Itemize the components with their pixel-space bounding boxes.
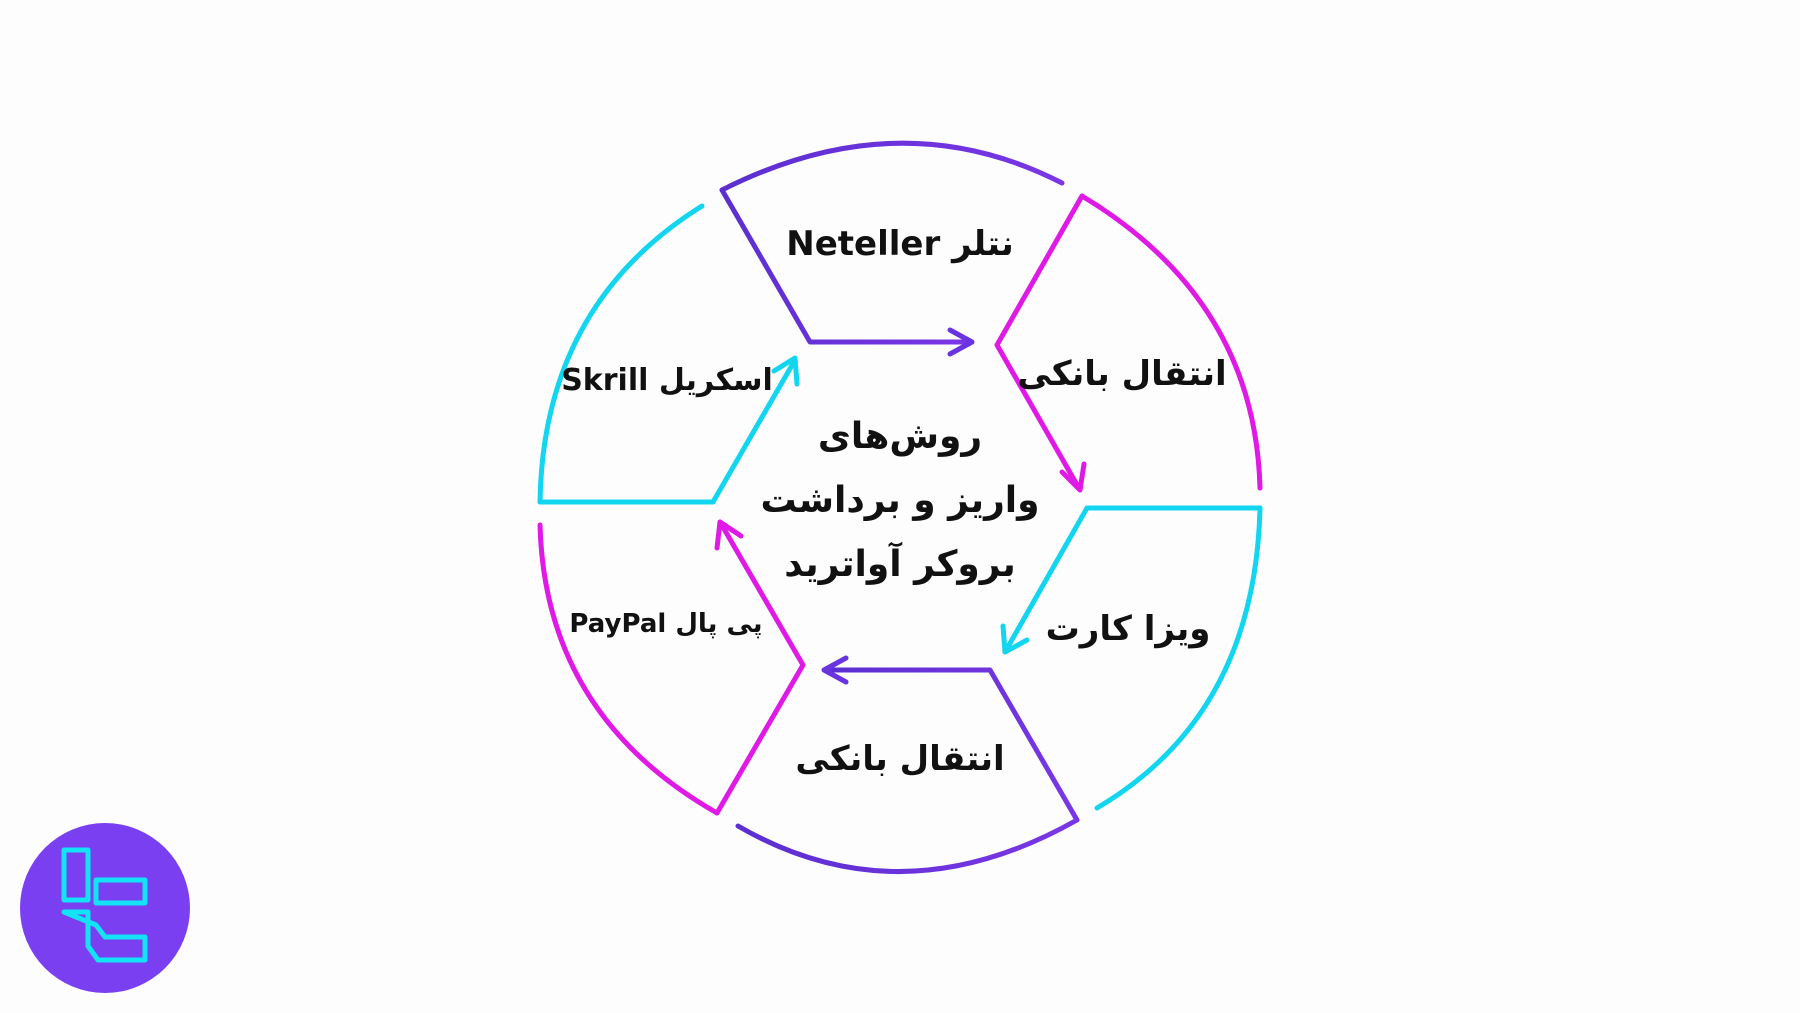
segment-paypal-arrow-path	[714, 519, 806, 816]
segment-visa-card-outline	[1094, 505, 1263, 811]
segment-bank-transfer-1-arrow-path	[994, 193, 1085, 493]
segment-neteller: Neteller نتلر	[719, 140, 1065, 357]
brand-logo-circle	[20, 823, 190, 993]
arrow-down-right-icon	[1059, 461, 1087, 493]
segment-skrill: Skrill اسکریل	[537, 203, 800, 505]
segment-paypal-outline	[537, 522, 720, 816]
center-title: روش‌های واریز و برداشت بروکر آواترید	[760, 416, 1039, 585]
center-title-line-3: بروکر آواترید	[784, 541, 1015, 585]
segment-bank-transfer-2-label: انتقال بانکی	[795, 739, 1004, 779]
segment-bank-transfer-2-arrow-path	[823, 667, 1080, 823]
center-title-line-1: روش‌های	[818, 416, 982, 457]
arrow-up-right-icon	[771, 355, 800, 387]
segment-neteller-arrow-path	[719, 187, 973, 345]
segment-neteller-outline	[719, 140, 1065, 193]
segment-visa-card-label: ویزا کارت	[1046, 609, 1211, 649]
center-title-line-2: واریز و برداشت	[760, 480, 1039, 521]
arrow-right-icon	[947, 327, 975, 357]
segment-skrill-outline	[537, 203, 705, 505]
brand-logo	[20, 823, 190, 993]
segment-visa-card: ویزا کارت	[1000, 505, 1263, 811]
segment-visa-card-arrow-path	[1002, 505, 1263, 655]
segment-paypal: PayPal پی پال	[537, 519, 806, 816]
arrow-up-left-icon	[714, 519, 744, 551]
segment-skrill-label: Skrill اسکریل	[561, 363, 773, 398]
segment-paypal-label: PayPal پی پال	[569, 609, 762, 639]
segment-skrill-arrow-path	[537, 357, 798, 505]
brand-logo-mark-icon	[61, 847, 148, 963]
segment-bank-transfer-2-outline	[735, 817, 1080, 874]
arrow-left-icon	[821, 655, 849, 685]
segment-bank-transfer-1-label: انتقال بانکی	[1017, 354, 1226, 394]
segment-neteller-label: Neteller نتلر	[786, 224, 1014, 264]
arrow-down-left-icon	[1000, 623, 1030, 655]
segment-bank-transfer-1-outline	[1079, 193, 1263, 491]
segment-bank-transfer-1: انتقال بانکی	[994, 193, 1263, 493]
segment-bank-transfer-2: انتقال بانکی	[735, 655, 1080, 874]
